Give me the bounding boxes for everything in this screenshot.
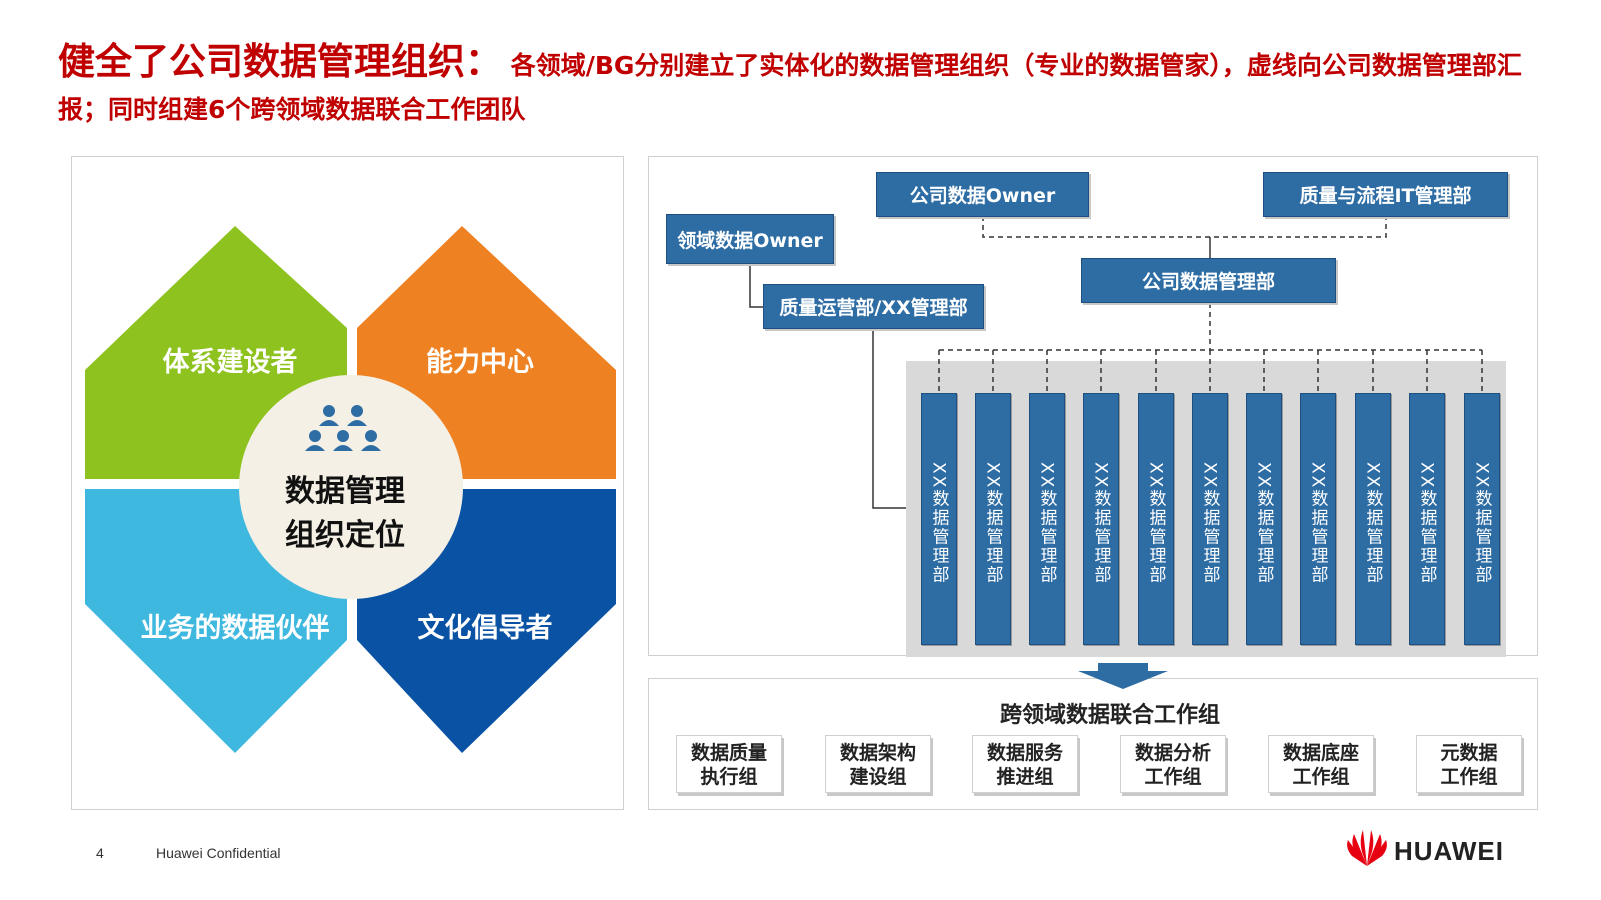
- petal-label-culture-advocate: 文化倡导者: [417, 613, 553, 644]
- title-main: 健全了公司数据管理组织：: [58, 40, 502, 83]
- working-group-card: 数据质量 执行组: [676, 735, 782, 793]
- company-data-dept-box: 公司数据管理部: [1081, 258, 1336, 303]
- page-number: 4: [96, 845, 104, 861]
- positioning-diagram: [85, 226, 616, 753]
- dept-column: XX数据管理部: [1409, 393, 1445, 645]
- slide-title: 健全了公司数据管理组织： 各领域/BG分别建立了实体化的数据管理组织（专业的数据…: [58, 40, 1538, 132]
- dept-column: XX数据管理部: [975, 393, 1011, 645]
- huawei-wordmark: HUAWEI: [1394, 836, 1504, 866]
- quality-process-it-box: 质量与流程IT管理部: [1263, 172, 1508, 217]
- dept-column: XX数据管理部: [1300, 393, 1336, 645]
- working-group-card: 元数据 工作组: [1416, 735, 1522, 793]
- people-icon: [305, 405, 381, 451]
- dept-column: XX数据管理部: [921, 393, 957, 645]
- center-label: 数据管理 组织定位: [240, 470, 450, 558]
- center-line-1: 数据管理: [285, 474, 405, 509]
- working-group-card: 数据服务 推进组: [972, 735, 1078, 793]
- dept-column: XX数据管理部: [1464, 393, 1500, 645]
- petal-label-business-partner: 业务的数据伙伴: [140, 613, 330, 644]
- dept-column: XX数据管理部: [1029, 393, 1065, 645]
- working-groups-panel: [648, 678, 1538, 810]
- working-group-card: 数据底座 工作组: [1268, 735, 1374, 793]
- down-arrow-icon: [1078, 663, 1168, 689]
- center-circle: [239, 375, 463, 599]
- title-rest: 各领域/BG分别建立了实体化的数据管理组织（专业的数据管家），虚线向公司数据管理…: [58, 51, 1522, 124]
- quality-ops-box: 质量运营部/XX管理部: [763, 284, 984, 329]
- domain-data-owner-box: 领域数据Owner: [666, 214, 834, 264]
- dept-column: XX数据管理部: [1355, 393, 1391, 645]
- working-group-card: 数据分析 工作组: [1120, 735, 1226, 793]
- working-groups-title: 跨领域数据联合工作组: [999, 703, 1220, 728]
- center-line-2: 组织定位: [285, 518, 405, 553]
- company-data-owner-box: 公司数据Owner: [876, 172, 1089, 217]
- petal-label-system-builder: 体系建设者: [162, 347, 298, 378]
- confidential-label: Huawei Confidential: [156, 845, 281, 861]
- petal-label-capability-center: 能力中心: [426, 347, 534, 378]
- dept-column: XX数据管理部: [1246, 393, 1282, 645]
- huawei-logo-icon: [1347, 830, 1387, 866]
- dept-column: XX数据管理部: [1138, 393, 1174, 645]
- dept-column: XX数据管理部: [1083, 393, 1119, 645]
- working-group-card: 数据架构 建设组: [825, 735, 931, 793]
- dept-column: XX数据管理部: [1192, 393, 1228, 645]
